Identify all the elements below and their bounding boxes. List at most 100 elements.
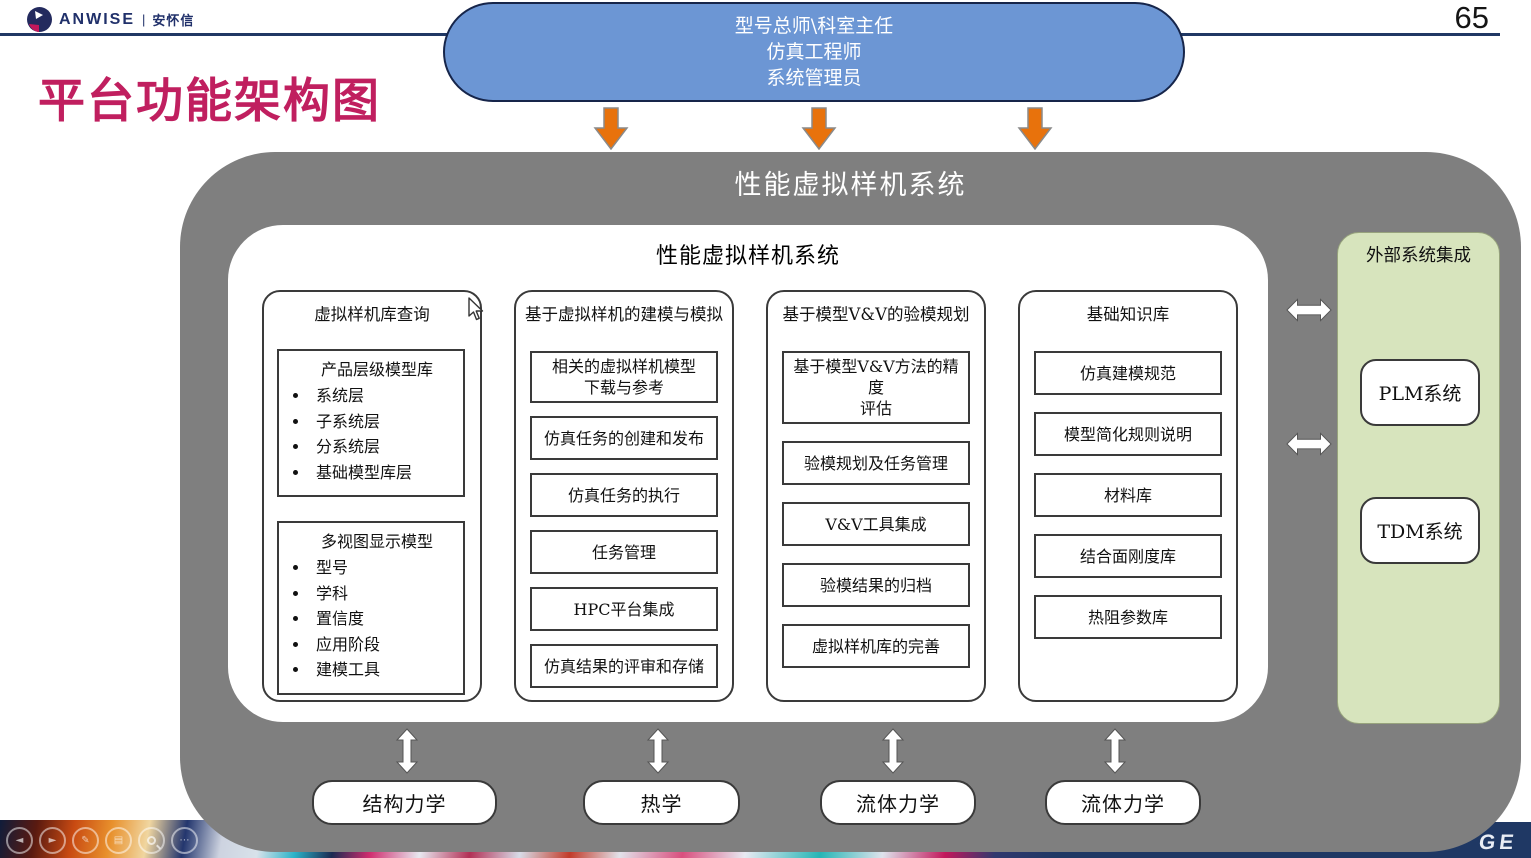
double-arrow-vertical-icon (646, 728, 670, 774)
double-arrow-horizontal-icon (1286, 298, 1332, 322)
function-box-line: 仿真任务的执行 (567, 485, 680, 505)
function-box: V&V工具集成 (782, 502, 970, 546)
function-box: 仿真任务的执行 (530, 473, 718, 517)
function-box: 仿真结果的评审和存储 (530, 644, 718, 688)
system-outer-container: 性能虚拟样机系统 性能虚拟样机系统 虚拟样机库查询产品层级模型库系统层子系统层分… (180, 152, 1521, 852)
external-systems-panel: 外部系统集成 PLM系统 TDM系统 (1337, 232, 1500, 724)
function-box-line: 虚拟样机库的完善 (811, 636, 940, 656)
function-box-line: 验模结果的归档 (819, 575, 932, 595)
function-box: 验模结果的归档 (782, 563, 970, 607)
bullet-item: 应用阶段 (310, 632, 457, 658)
listbox-bullets: 型号学科置信度应用阶段建模工具 (310, 555, 457, 683)
function-box-line: 结合面刚度库 (1079, 546, 1176, 566)
tdm-system-box: TDM系统 (1360, 497, 1480, 564)
model-library-listbox: 产品层级模型库系统层子系统层分系统层基础模型库层 (277, 349, 465, 497)
logo-separator: | (142, 12, 146, 27)
zoom-slide-button[interactable] (138, 827, 165, 854)
bullet-item: 建模工具 (310, 657, 457, 683)
bullet-item: 分系统层 (310, 434, 457, 460)
bullet-item: 基础模型库层 (310, 460, 457, 486)
footer-partial-text: GE (1477, 831, 1519, 854)
function-box: 验模规划及任务管理 (782, 441, 970, 485)
function-column: 基础知识库仿真建模规范模型简化规则说明材料库结合面刚度库热阻参数库 (1018, 290, 1238, 702)
function-box-line: 下载与参考 (583, 378, 664, 397)
bullet-item: 学科 (310, 581, 457, 607)
column-title: 基于虚拟样机的建模与模拟 (525, 305, 723, 324)
listbox-title: 多视图显示模型 (320, 532, 433, 551)
bullet-item: 子系统层 (310, 409, 457, 435)
function-box-line: 任务管理 (591, 542, 656, 562)
down-arrow-icon (801, 107, 837, 150)
pen-tools-button[interactable]: ✎ (72, 827, 99, 854)
mouse-cursor-icon (468, 297, 484, 321)
external-panel-title: 外部系统集成 (1366, 246, 1471, 266)
function-box-line: 验模规划及任务管理 (803, 453, 948, 473)
role-line: 仿真工程师 (766, 41, 862, 63)
slideshow-toolbar: ◄►✎▤ ⋯ (6, 827, 198, 854)
anwise-logo-icon (27, 7, 52, 32)
function-columns: 虚拟样机库查询产品层级模型库系统层子系统层分系统层基础模型库层多视图显示模型型号… (262, 290, 1242, 702)
function-box-line: 仿真任务的创建和发布 (543, 428, 704, 448)
discipline-box: 结构力学 (312, 780, 497, 825)
role-line: 系统管理员 (766, 67, 862, 89)
function-box: 任务管理 (530, 530, 718, 574)
prev-slide-button[interactable]: ◄ (6, 827, 33, 854)
function-box: 结合面刚度库 (1034, 534, 1222, 578)
column-boxes: 相关的虚拟样机模型下载与参考仿真任务的创建和发布仿真任务的执行任务管理 HPC平台… (530, 351, 718, 688)
logo-chinese-name: 安怀信 (152, 13, 195, 28)
function-column: 基于虚拟样机的建模与模拟相关的虚拟样机模型下载与参考仿真任务的创建和发布仿真任务… (514, 290, 734, 702)
bullet-item: 系统层 (310, 383, 457, 409)
function-box-line: 材料库 (1103, 485, 1152, 505)
more-options-button[interactable]: ⋯ (171, 827, 198, 854)
function-box: 基于模型V&V方法的精度评估 (782, 351, 970, 424)
outer-container-title: 性能虚拟样机系统 (734, 170, 967, 201)
down-arrow-icon (593, 107, 629, 150)
inner-panel-title: 性能虚拟样机系统 (655, 244, 840, 269)
function-box-line: 模型简化规则说明 (1063, 424, 1192, 444)
model-library-listbox: 多视图显示模型型号学科置信度应用阶段建模工具 (277, 521, 465, 695)
discipline-box: 流体力学 (1045, 780, 1201, 825)
user-roles-ellipse: 型号总师\科室主任 仿真工程师 系统管理员 (443, 2, 1185, 102)
logo-wordmark: ANWISE (59, 10, 135, 28)
discipline-box: 热学 (583, 780, 740, 825)
function-box: 虚拟样机库的完善 (782, 624, 970, 668)
column-title: 基于模型V&V的验模规划 (782, 305, 970, 324)
function-box-line: 评估 (859, 399, 892, 418)
bullet-item: 型号 (310, 555, 457, 581)
double-arrow-vertical-icon (1103, 728, 1127, 774)
function-box-line: 基于模型V&V方法的精度 (793, 357, 959, 397)
listbox-title: 产品层级模型库 (320, 360, 433, 379)
bullet-item: 置信度 (310, 606, 457, 632)
function-box-line: 仿真结果的评审和存储 (543, 656, 704, 676)
plm-system-box: PLM系统 (1360, 359, 1480, 426)
function-box-line: HPC平台集成 (573, 599, 675, 619)
function-box-line: V&V工具集成 (825, 514, 927, 534)
listbox-bullets: 系统层子系统层分系统层基础模型库层 (310, 383, 457, 485)
function-box-line: 热阻参数库 (1087, 607, 1168, 627)
role-line: 型号总师\科室主任 (734, 15, 894, 37)
column-title: 基础知识库 (1086, 305, 1170, 324)
magnifier-icon (147, 836, 156, 845)
anwise-logo: ANWISE | 安怀信 (26, 6, 194, 33)
function-box-line: 仿真建模规范 (1079, 363, 1176, 383)
function-box: HPC平台集成 (530, 587, 718, 631)
function-box: 材料库 (1034, 473, 1222, 517)
function-box: 模型简化规则说明 (1034, 412, 1222, 456)
column-boxes: 基于模型V&V方法的精度评估验模规划及任务管理 V&V工具集成验模结果的归档虚拟样… (782, 351, 970, 668)
down-arrow-icon (1017, 107, 1053, 150)
function-box: 相关的虚拟样机模型下载与参考 (530, 351, 718, 403)
function-box: 仿真建模规范 (1034, 351, 1222, 395)
see-all-slides-button[interactable]: ▤ (105, 827, 132, 854)
double-arrow-horizontal-icon (1286, 432, 1332, 456)
function-box: 仿真任务的创建和发布 (530, 416, 718, 460)
function-box: 热阻参数库 (1034, 595, 1222, 639)
discipline-box: 流体力学 (820, 780, 976, 825)
double-arrow-vertical-icon (881, 728, 905, 774)
page-number: 65 (1454, 0, 1489, 35)
slide-title: 平台功能架构图 (38, 74, 381, 127)
next-slide-button[interactable]: ► (39, 827, 66, 854)
function-column: 基于模型V&V的验模规划基于模型V&V方法的精度评估验模规划及任务管理 V&V工具… (766, 290, 986, 702)
function-box-line: 相关的虚拟样机模型 (551, 357, 696, 376)
column-boxes: 仿真建模规范模型简化规则说明材料库结合面刚度库热阻参数库 (1034, 351, 1222, 639)
